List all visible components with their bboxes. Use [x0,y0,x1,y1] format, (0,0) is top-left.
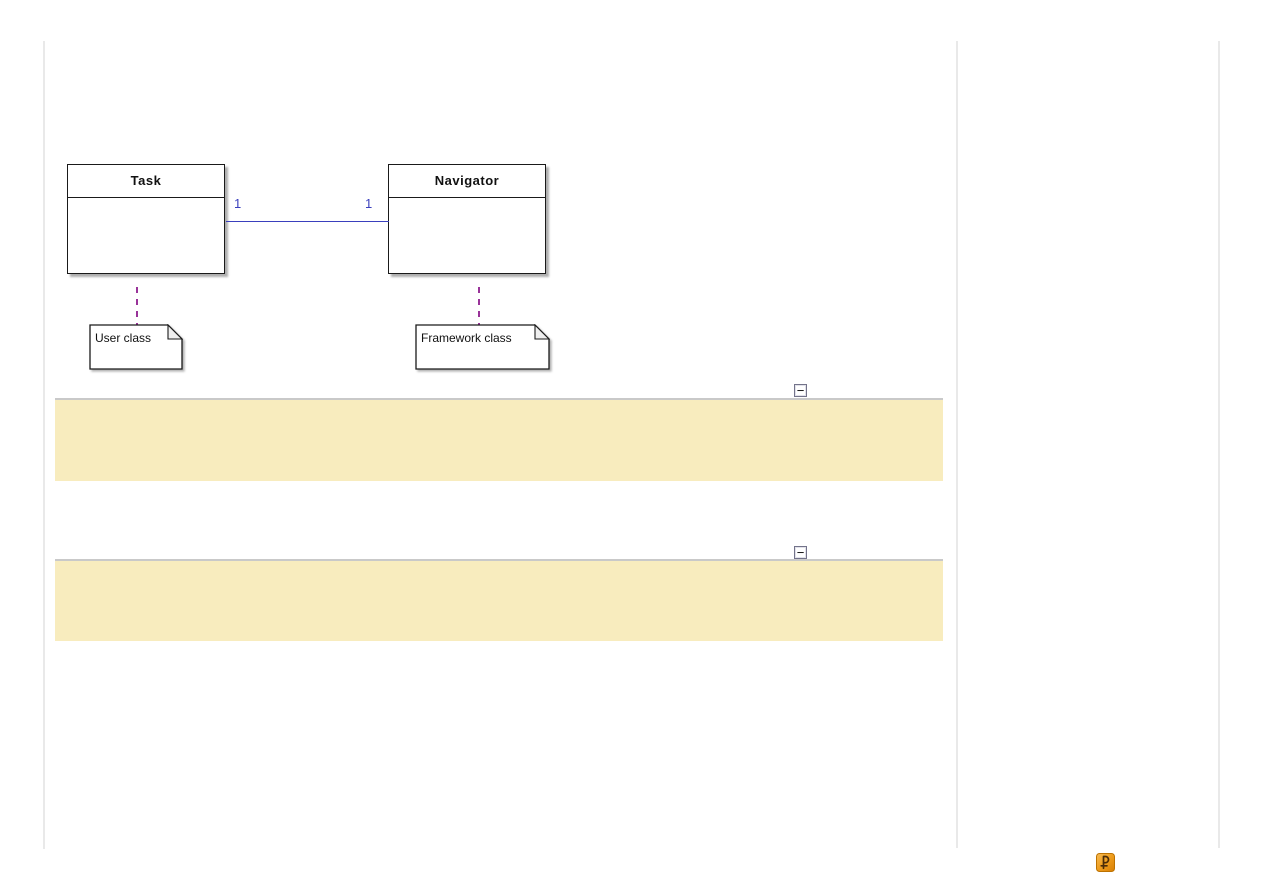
collapse-toggle-button[interactable]: − [794,546,807,559]
poseidon-logo-icon[interactable] [1096,853,1115,872]
page-border-right [1218,41,1220,848]
note-text: User class [95,331,152,345]
note-user-class: User class [89,324,183,370]
class-name-label: Task [68,165,224,198]
note-framework-class: Framework class [415,324,550,370]
section-content-band [55,559,943,641]
multiplicity-label-source: 1 [234,196,242,211]
page-border-left [43,41,45,849]
class-box-task[interactable]: Task [67,164,225,274]
class-attributes-compartment [68,198,224,274]
note-text: Framework class [421,331,512,345]
class-box-navigator[interactable]: Navigator [388,164,546,274]
class-name-label: Navigator [389,165,545,198]
page-border-middle [956,41,958,848]
class-attributes-compartment [389,198,545,274]
note-connector-line [136,287,138,325]
association-line [226,221,389,222]
note-connector-line [478,287,480,325]
section-content-band [55,398,943,481]
collapse-toggle-button[interactable]: − [794,384,807,397]
note-icon [415,324,550,370]
note-icon [89,324,183,370]
multiplicity-label-target: 1 [365,196,373,211]
